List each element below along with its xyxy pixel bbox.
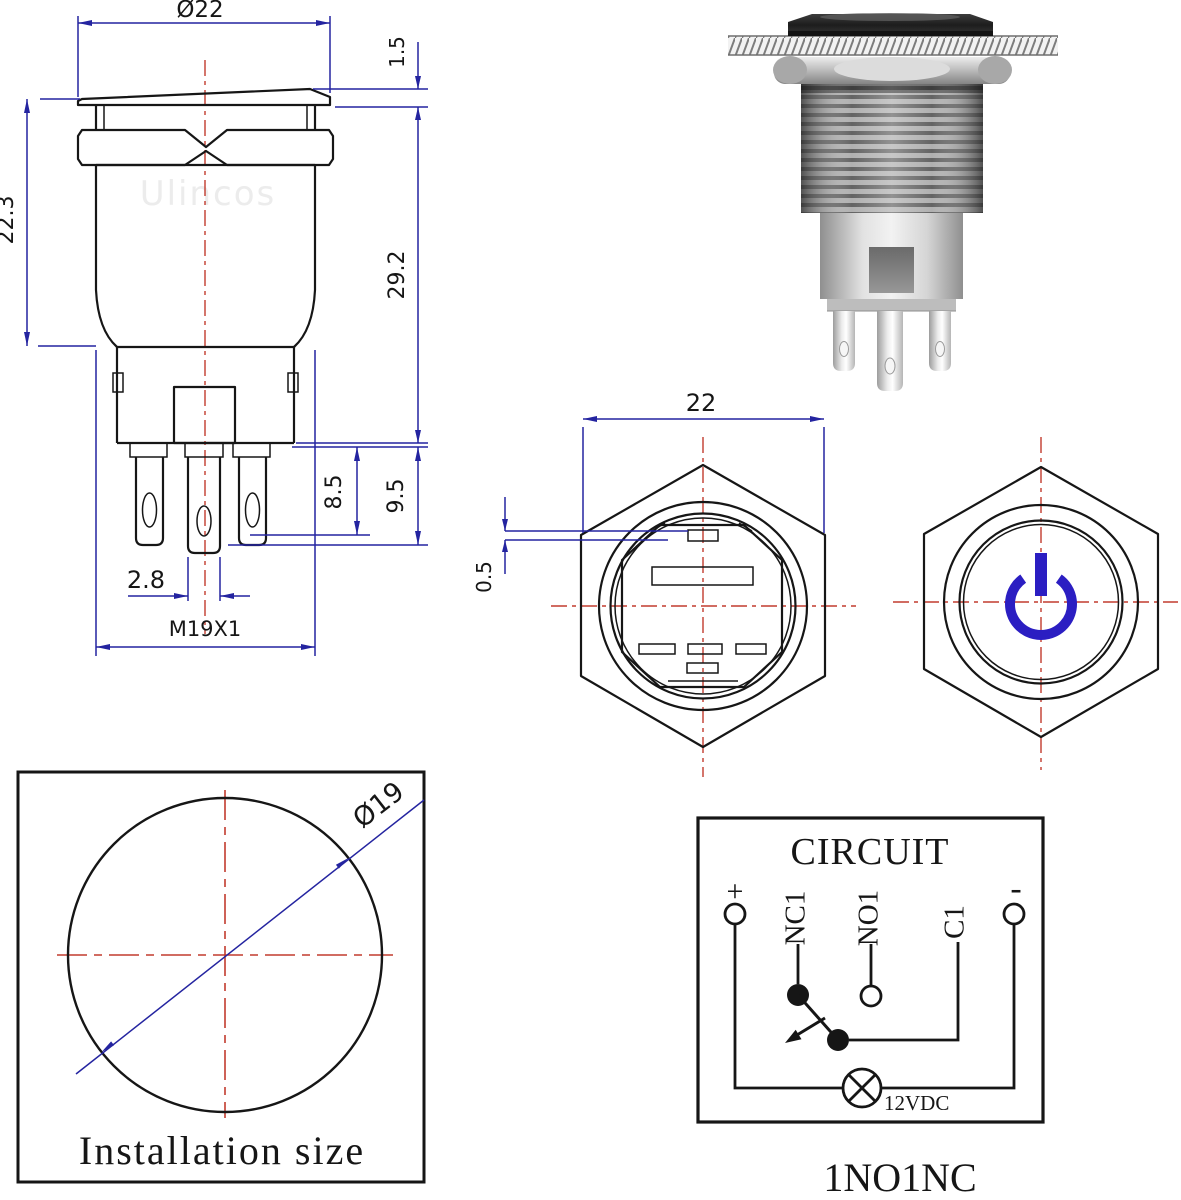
watermark-text: Ulincos [140,174,277,214]
plus-label: + [727,875,744,908]
dim-across-flats-label: 22 [686,389,717,417]
front-hexagon [922,465,1160,739]
dim-terminal-center: 9.5 [228,447,428,546]
dim-diameter-label: Ø22 [176,0,223,23]
dim-hole-diameter-label: Ø19 [347,776,410,835]
dim-thread: M19X1 [95,350,316,656]
circuit-title: CIRCUIT [791,831,950,873]
dim-terminal-center-label: 9.5 [384,479,409,514]
dim-pin-width: 2.8 [127,557,250,601]
centerlines [57,790,393,1118]
dim-tab-height-label: 0.5 [472,561,496,593]
minus-label: - [1010,870,1021,907]
dim-across-flats: 22 [582,389,825,533]
contact-c1: C1 [827,905,971,1051]
lamp-voltage-label: 12VDC [884,1091,949,1115]
back-view-drawing: 22 0.5 [472,389,856,777]
dim-cap-thickness-label: 1.5 [385,36,409,68]
dim-terminal-side: 8.5 [250,446,428,536]
power-icon [1005,553,1077,640]
contact-nc1: NC1 [780,891,812,1006]
installation-border [16,770,426,1184]
no1-label: NO1 [853,890,885,946]
centerlines [893,437,1178,770]
configuration-label: 1NO1NC [823,1155,976,1200]
product-photo [728,13,1058,391]
switch-lever [785,994,840,1043]
switch-outline [76,87,335,555]
dim-total-height-label: 29.2 [385,251,410,300]
switch-photo [773,13,1012,391]
side-view-drawing: Ulincos [0,0,428,656]
dim-hole-diameter: Ø19 [75,776,425,1075]
nc1-label: NC1 [780,891,812,946]
installation-caption: Installation size [79,1128,365,1173]
dim-diameter: Ø22 [77,0,331,97]
contact-no1: NO1 [853,890,885,1008]
circuit-diagram: CIRCUIT + - NC1 NO1 C1 [696,816,1045,1200]
dim-upper-height-label: 22.3 [0,196,19,245]
dim-pin-width-label: 2.8 [127,566,165,594]
dim-terminal-side-label: 8.5 [322,475,347,510]
lamp-icon: 12VDC [841,1067,949,1115]
back-hexagon [579,463,827,749]
dim-upper-height: 22.3 [0,98,96,347]
front-view-drawing [893,437,1178,770]
centerlines [551,437,856,777]
circuit-border [696,816,1045,1124]
dim-total-height: 29.2 [296,107,428,444]
dim-cap-thickness: 1.5 [313,36,428,108]
circuit-wires [733,924,1016,1090]
mounting-panel [728,35,1058,56]
dim-tab-height: 0.5 [472,497,688,593]
dim-thread-label: M19X1 [169,617,242,641]
installation-drawing: Ø19 Installation size [16,770,426,1184]
terminal-minus: - [1002,870,1026,926]
terminal-plus: + [723,875,747,926]
c1-label: C1 [939,905,971,939]
mounting-hole-circle [66,796,384,1114]
